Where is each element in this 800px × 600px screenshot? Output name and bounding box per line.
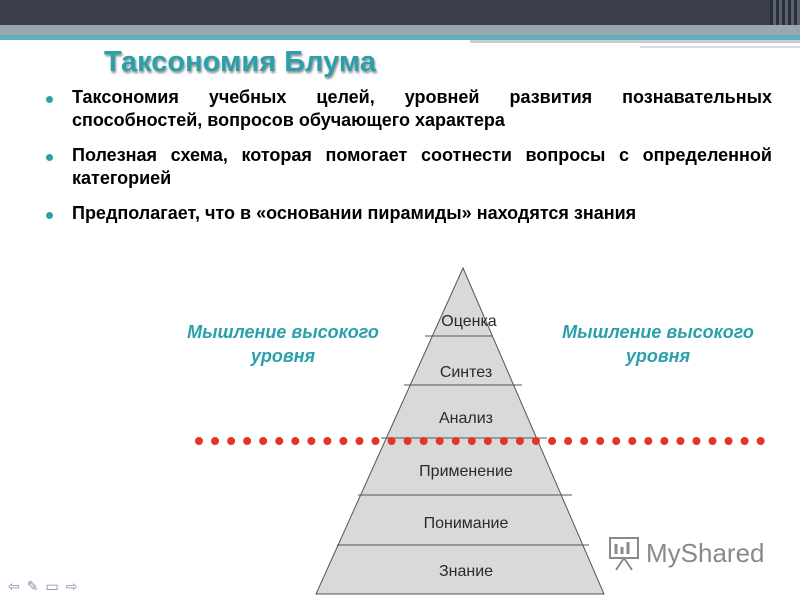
left-higher-thinking-label: Мышление высокого уровня	[187, 322, 379, 366]
bullet-dot-icon	[46, 96, 53, 103]
slide-navigation: ⇦ ✎ ▭ ⇨	[8, 578, 77, 595]
pyramid-shape	[315, 266, 605, 595]
arrow-right-icon[interactable]: ⇨	[65, 578, 78, 594]
arrow-left-icon[interactable]: ⇦	[8, 578, 20, 594]
header-band-dark	[0, 0, 800, 25]
header-stripe	[470, 40, 800, 43]
watermark-text: MyShared	[646, 538, 765, 568]
header-band-teal	[0, 35, 800, 40]
pyramid-level-comprehension: Понимание	[423, 515, 509, 532]
bullet-text: Полезная схема, которая помогает соотнес…	[72, 145, 772, 188]
pyramid-level-analysis: Анализ	[438, 410, 493, 427]
red-dotted-divider	[195, 437, 765, 455]
pyramid-level-application: Применение	[419, 463, 513, 480]
pyramid-level-knowledge: Знание	[438, 563, 494, 580]
header-band-light	[0, 25, 800, 35]
bullet-list: Таксономия учебных целей, уровней развит…	[46, 86, 772, 237]
bullet-dot-icon	[46, 154, 53, 161]
pen-icon[interactable]: ✎	[26, 578, 39, 594]
bullet-item: Полезная схема, которая помогает соотнес…	[46, 144, 772, 190]
bullet-text: Предполагает, что в «основании пирамиды»…	[72, 203, 637, 223]
screen-icon[interactable]: ▭	[45, 578, 59, 594]
bullet-dot-icon	[46, 212, 53, 219]
header-stripes	[770, 0, 800, 25]
pyramid-level-evaluation: Оценка	[441, 313, 497, 330]
bullet-item: Предполагает, что в «основании пирамиды»…	[46, 202, 772, 225]
bullet-item: Таксономия учебных целей, уровней развит…	[46, 86, 772, 132]
right-higher-thinking-label: Мышление высокого уровня	[562, 322, 754, 366]
slide-title: Таксономия Блума	[104, 46, 377, 78]
header-stripe-secondary	[640, 46, 800, 48]
pyramid-level-synthesis: Синтез	[439, 364, 493, 381]
presentation-board-icon	[609, 537, 639, 571]
bullet-text: Таксономия учебных целей, уровней развит…	[72, 87, 772, 130]
